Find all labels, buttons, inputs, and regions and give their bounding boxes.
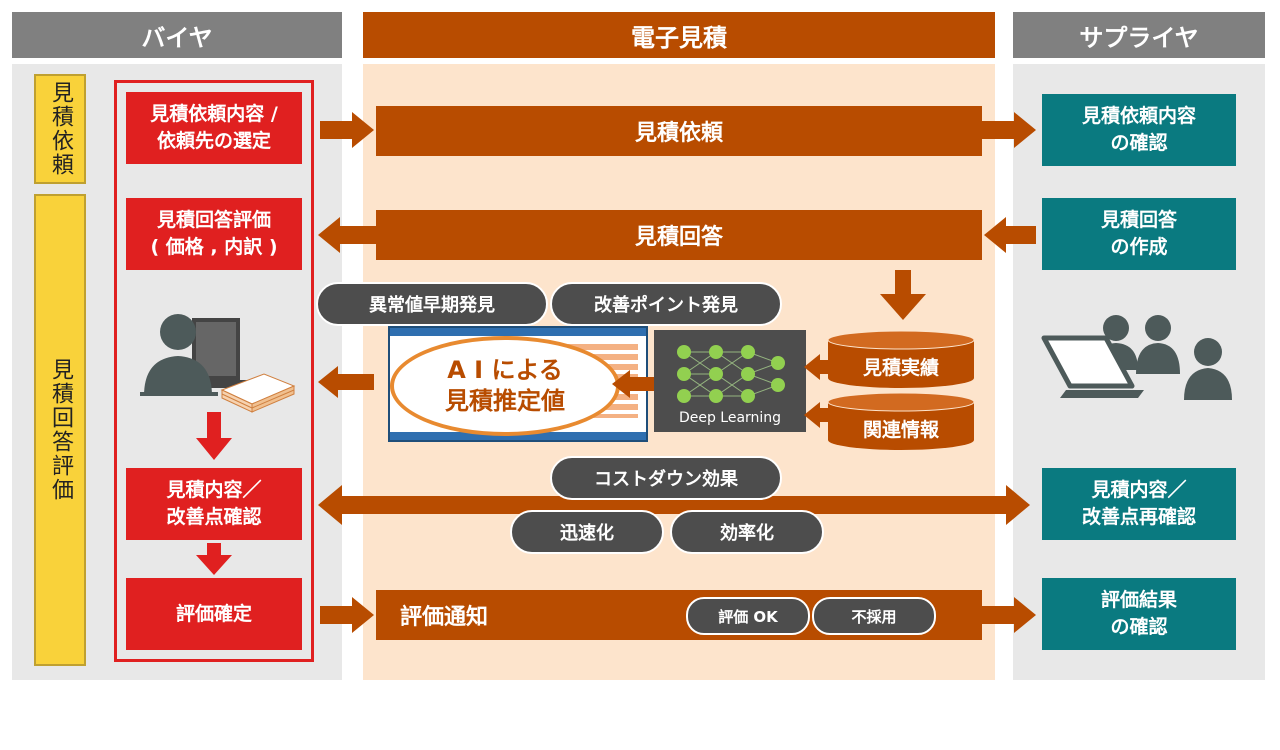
neural-network-icon [677,345,785,403]
arrow-buyer-to-request [320,112,374,148]
screen-footer [390,432,646,440]
arrow-answer-to-database [880,270,926,320]
documents-stack-icon [220,373,296,413]
buyer-person-icon [140,314,248,396]
arrow-ai-to-buyer [318,366,374,398]
flow-request-label: 見積依頼 [634,121,723,146]
pill-speed: 迅速化 [510,510,664,554]
supplier-step-recheck: 見積内容／ 改善点再確認 [1042,468,1236,540]
flow-request-bar: 見積依頼 [376,106,982,156]
down-arrow-confirm-to-finalize [196,543,232,575]
arrow-confirm-recheck-double [318,485,1030,525]
pill-improvement: 改善ポイント発見 [550,282,782,326]
arrow-dl-to-ai [612,370,658,398]
db-results-cylinder [827,330,975,388]
deep-learning-label: Deep Learning [678,410,782,426]
arrow-answer-to-buyer [318,217,376,253]
db-related-cylinder [827,392,975,450]
supplier-step-check-request: 見積依頼内容 の確認 [1042,94,1236,166]
supplier-team-laptop-icon [1041,315,1232,400]
supplier-header: サプライヤ [1013,12,1265,58]
ai-estimate-line1: A I による [447,355,563,384]
flow-answer-bar: 見積回答 [376,210,982,260]
arrow-notify-to-supplier [982,597,1036,633]
phase-evaluation-label: 見積回答評価 [34,194,86,666]
buyer-step-evaluate: 見積回答評価 ( 価格 , 内訳 ) [126,198,302,270]
buyer-header: バイヤ [12,12,342,58]
buyer-step-finalize: 評価確定 [126,578,302,650]
screen-titlebar [390,328,646,336]
supplier-step-check-result: 評価結果 の確認 [1042,578,1236,650]
pill-result-ok: 評価 OK [686,597,810,635]
pill-anomaly: 異常値早期発見 [316,282,548,326]
pill-efficiency: 効率化 [670,510,824,554]
db-related-label: 関連情報 [862,418,939,441]
ai-estimate-ellipse: A I による 見積推定値 [390,336,620,436]
db-results-label: 見積実績 [862,356,939,379]
down-arrow-evaluate-to-confirm [196,412,232,460]
estimate-header: 電子見積 [363,12,995,58]
buyer-process-frame [114,80,314,662]
deep-learning-box: Deep Learning [654,330,806,432]
buyer-step-select: 見積依頼内容 / 依頼先の選定 [126,92,302,164]
phase-request-label: 見積依頼 [34,74,86,184]
ai-estimate-line2: 見積推定値 [445,387,565,415]
buyer-step-confirm: 見積内容／ 改善点確認 [126,468,302,540]
supplier-step-create-answer: 見積回答 の作成 [1042,198,1236,270]
arrow-request-to-supplier [982,112,1036,148]
flow-notify-label: 評価通知 [400,605,489,630]
pill-result-reject: 不採用 [812,597,936,635]
flow-answer-label: 見積回答 [634,225,723,250]
arrow-finalize-to-notify [320,597,374,633]
pill-cost-down: コストダウン効果 [550,456,782,500]
arrow-supplier-to-answer [984,217,1036,253]
